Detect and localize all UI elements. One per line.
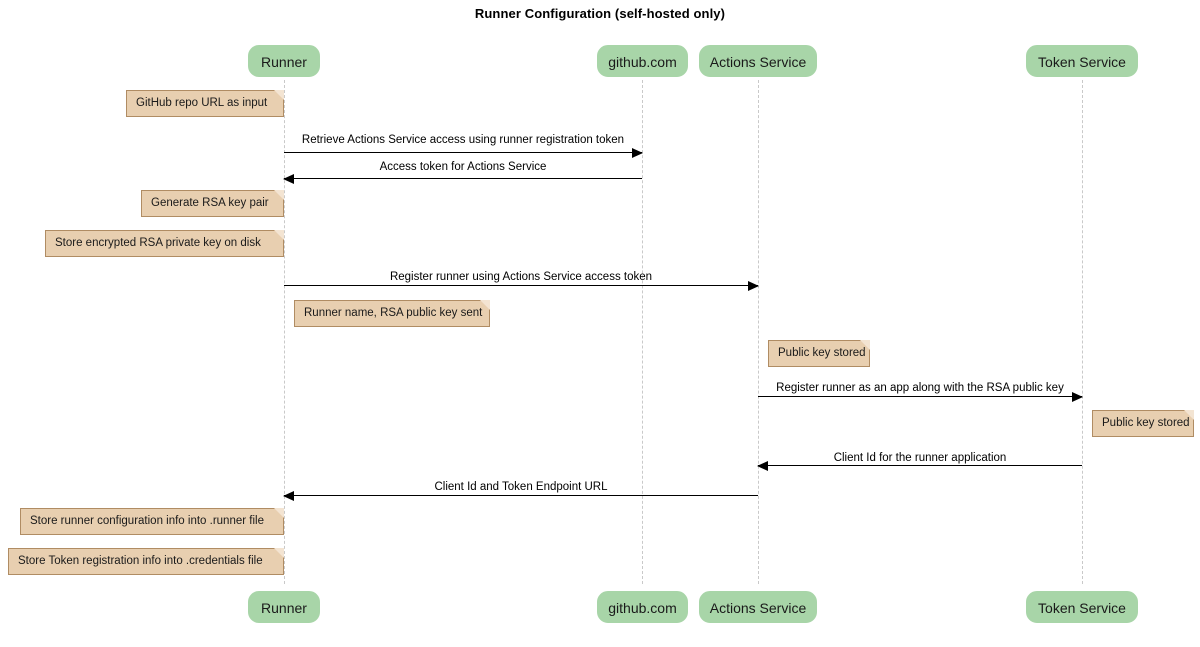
note-public-key-stored-token: Public key stored — [1092, 410, 1194, 437]
note-store-token-registration: Store Token registration info into .cred… — [8, 548, 284, 575]
note-github-repo-url: GitHub repo URL as input — [126, 90, 284, 117]
lifeline-github — [642, 80, 643, 584]
participant-github-top[interactable]: github.com — [597, 45, 688, 77]
msg-client-id-and-token-endpoint-url — [283, 490, 758, 501]
lifeline-actions-service — [758, 80, 759, 584]
arrowhead-icon — [1072, 391, 1083, 402]
note-generate-rsa-key-pair: Generate RSA key pair — [141, 190, 284, 217]
arrowhead-icon — [748, 280, 759, 291]
note-text: Generate RSA key pair — [151, 197, 269, 209]
lifeline-runner — [284, 80, 285, 584]
participant-token-service-bottom[interactable]: Token Service — [1026, 591, 1138, 623]
note-text: Runner name, RSA public key sent — [304, 307, 483, 319]
arrowhead-icon — [283, 490, 294, 501]
lifeline-token-service — [1082, 80, 1083, 584]
msg-client-id-and-token-endpoint-url-label: Client Id and Token Endpoint URL — [434, 481, 608, 493]
msg-register-runner-using-access-token-label: Register runner using Actions Service ac… — [389, 271, 653, 283]
msg-client-id-for-runner-application — [757, 460, 1082, 471]
arrowhead-icon — [632, 147, 643, 158]
msg-retrieve-actions-service-access-label: Retrieve Actions Service access using ru… — [301, 134, 625, 146]
msg-retrieve-actions-service-access — [284, 147, 643, 158]
note-text: Public key stored — [1102, 417, 1190, 429]
note-public-key-stored-actions: Public key stored — [768, 340, 870, 367]
note-store-runner-configuration: Store runner configuration info into .ru… — [20, 508, 284, 535]
msg-access-token-for-actions-service-label: Access token for Actions Service — [379, 161, 547, 173]
note-text: Store encrypted RSA private key on disk — [55, 237, 261, 249]
note-store-encrypted-rsa-private-key: Store encrypted RSA private key on disk — [45, 230, 284, 257]
note-fold-icon — [480, 300, 490, 310]
note-fold-icon — [274, 190, 284, 200]
note-text: GitHub repo URL as input — [136, 97, 268, 109]
participant-actions-service-bottom[interactable]: Actions Service — [699, 591, 817, 623]
msg-client-id-for-runner-application-label: Client Id for the runner application — [833, 452, 1007, 464]
participant-actions-service-top[interactable]: Actions Service — [699, 45, 817, 77]
note-text: Store runner configuration info into .ru… — [30, 515, 264, 527]
msg-register-runner-using-access-token — [284, 280, 759, 291]
note-fold-icon — [274, 508, 284, 518]
msg-register-runner-as-an-app-label: Register runner as an app along with the… — [776, 382, 1064, 394]
note-fold-icon — [860, 340, 870, 350]
diagram-title: Runner Configuration (self-hosted only) — [474, 6, 726, 21]
note-fold-icon — [274, 90, 284, 100]
participant-github-bottom[interactable]: github.com — [597, 591, 688, 623]
msg-access-token-for-actions-service — [283, 173, 642, 184]
msg-register-runner-as-an-app — [758, 391, 1083, 402]
note-text: Store Token registration info into .cred… — [18, 555, 263, 567]
participant-token-service-top[interactable]: Token Service — [1026, 45, 1138, 77]
arrowhead-icon — [283, 173, 294, 184]
participant-runner-top[interactable]: Runner — [248, 45, 320, 77]
note-fold-icon — [274, 548, 284, 558]
note-fold-icon — [1184, 410, 1194, 420]
arrowhead-icon — [757, 460, 768, 471]
note-fold-icon — [274, 230, 284, 240]
participant-runner-bottom[interactable]: Runner — [248, 591, 320, 623]
note-runner-name-rsa-public-key-sent: Runner name, RSA public key sent — [294, 300, 490, 327]
note-text: Public key stored — [778, 347, 866, 359]
